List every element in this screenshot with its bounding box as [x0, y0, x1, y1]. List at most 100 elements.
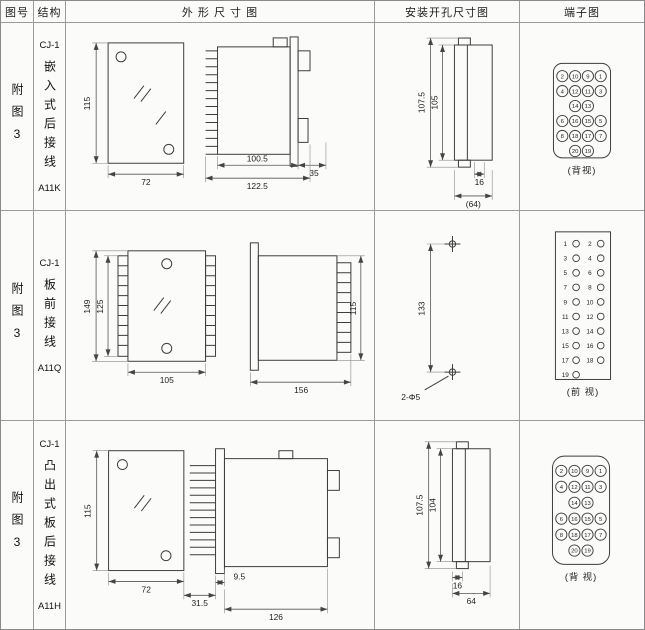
terminal-19: [581, 144, 594, 157]
mount-drawing-a11h: 107.5 104 16 64: [375, 421, 520, 629]
dim-hole-span: 133: [417, 301, 427, 315]
terminal-2: [556, 70, 569, 83]
terminal-9: [581, 70, 594, 83]
terminal-15: [581, 114, 594, 128]
terminal-10: [568, 464, 581, 477]
terminal-14: [596, 327, 605, 335]
outline-drawing-a11k: 115 72 100.5 35 122.5: [66, 23, 375, 211]
terminal-13: [581, 100, 594, 113]
svg-text:12: 12: [572, 89, 579, 95]
figure-no-label: 附图3: [10, 281, 24, 350]
hole-spec-label: 2-Φ5: [401, 392, 420, 402]
svg-text:14: 14: [572, 104, 579, 110]
structure-label: 嵌入式后接线: [42, 59, 57, 174]
dim-inner-height: 125: [95, 299, 105, 313]
dim-mount-inner: 105: [430, 95, 440, 109]
terminal-17: [572, 356, 580, 364]
svg-text:2: 2: [588, 241, 592, 248]
svg-text:4: 4: [560, 485, 564, 491]
svg-text:14: 14: [571, 501, 578, 507]
dim-mount-inner: 104: [428, 498, 438, 512]
mount-drawing-a11q: 133 2-Φ5: [375, 211, 520, 421]
terminal-1: [594, 70, 607, 83]
dim-front-width: 72: [142, 584, 152, 594]
svg-text:8: 8: [561, 134, 565, 140]
terminal-5: [594, 114, 607, 128]
terminal-19: [581, 544, 594, 557]
svg-text:6: 6: [561, 119, 565, 125]
terminal-2: [555, 464, 568, 477]
svg-text:6: 6: [588, 270, 592, 277]
outline-svg-a11h: 115 72 31.5 9.5 126: [83, 448, 340, 622]
svg-text:12: 12: [571, 485, 578, 491]
svg-text:9: 9: [586, 74, 589, 80]
structure-a11h: CJ-1 凸出式板后接线 A11H: [34, 421, 66, 629]
svg-text:16: 16: [571, 517, 578, 523]
terminal-1: [594, 464, 607, 477]
terminal-10: [569, 70, 582, 83]
svg-text:4: 4: [588, 256, 592, 263]
svg-text:18: 18: [571, 533, 578, 539]
terminal-10: [596, 298, 605, 306]
svg-text:20: 20: [572, 149, 579, 155]
svg-text:15: 15: [584, 517, 591, 523]
dim-front-width: 105: [160, 375, 174, 385]
svg-text:13: 13: [584, 501, 591, 507]
code-label: A11H: [37, 600, 62, 612]
terminal-17: [581, 528, 594, 541]
dim-mount-outer: 107.5: [417, 92, 427, 113]
code-label: A11Q: [37, 362, 62, 374]
svg-text:4: 4: [561, 89, 565, 95]
svg-text:1: 1: [563, 241, 567, 248]
mount-svg-a11q: 133 2-Φ5: [401, 236, 461, 402]
outline-drawing-a11q: 149 125 105 156 115: [66, 211, 375, 421]
dim-side-height: 115: [348, 302, 358, 316]
terminal-4: [555, 480, 568, 493]
model-label: CJ-1: [39, 438, 60, 450]
svg-text:15: 15: [585, 119, 592, 125]
terminal-9: [581, 464, 594, 477]
dim-flange-depth: 35: [309, 168, 319, 178]
dim-outer-height: 149: [82, 299, 92, 313]
terminal-5: [594, 512, 607, 525]
svg-text:18: 18: [586, 358, 594, 365]
figure-no-a11q: 附图3: [1, 211, 34, 421]
outline-svg-a11k: 115 72 100.5 35 122.5: [82, 36, 327, 191]
header-outline-dims: 外 形 尺 寸 图: [66, 1, 375, 23]
mount-svg-a11h: 107.5 104 16 64: [415, 441, 491, 606]
terminal-13: [572, 327, 580, 335]
dim-body-depth: 126: [269, 612, 283, 622]
mount-svg-a11k: 107.5 105 16 (64): [417, 37, 493, 209]
header-terminal: 端子图: [520, 1, 644, 23]
terminal-3: [594, 480, 607, 493]
structure-a11k: CJ-1 嵌入式后接线 A11K: [34, 23, 66, 211]
svg-text:19: 19: [585, 149, 592, 155]
svg-text:10: 10: [572, 74, 579, 80]
svg-text:5: 5: [563, 270, 567, 277]
terminal-15: [572, 341, 580, 350]
mount-drawing-a11k: 107.5 105 16 (64): [375, 23, 520, 211]
dim-mount-width: (64): [466, 199, 481, 209]
svg-text:5: 5: [599, 517, 603, 523]
svg-text:11: 11: [585, 89, 591, 95]
terminal-view-label: (前 视): [567, 386, 599, 397]
dim-total-depth: 122.5: [247, 181, 268, 191]
svg-text:9: 9: [586, 469, 589, 475]
svg-text:1: 1: [599, 74, 602, 80]
code-label: A11K: [38, 182, 61, 194]
svg-text:20: 20: [571, 549, 578, 555]
terminal-14: [568, 496, 581, 509]
svg-text:9: 9: [563, 299, 567, 306]
svg-text:13: 13: [562, 328, 570, 335]
terminal-14: [569, 100, 582, 113]
svg-text:8: 8: [560, 533, 564, 539]
dim-front-height: 115: [82, 97, 92, 111]
terminal-2: [596, 239, 605, 248]
terminal-16: [596, 341, 605, 350]
svg-text:2: 2: [561, 74, 564, 80]
header-structure: 结构: [34, 1, 66, 23]
